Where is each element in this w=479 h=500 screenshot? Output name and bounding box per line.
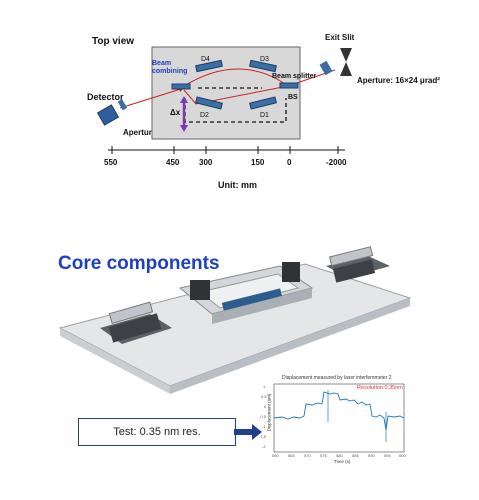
aperture-left-label: Aperture — [123, 128, 157, 137]
plot-x-tick: 590 — [368, 453, 375, 458]
exit-slit-label: Exit Slit — [325, 33, 355, 42]
displacement-plot-panel — [262, 373, 410, 463]
d3-label: D3 — [260, 56, 269, 63]
delta-x-label: Δx — [170, 108, 181, 117]
stage-center — [178, 262, 314, 324]
detector-icon — [96, 104, 120, 126]
mirror-d4 — [195, 59, 223, 73]
axis-ticks — [111, 146, 339, 154]
beam-upper — [183, 68, 289, 87]
plot-resolution-label: Resolution:0.35nm — [357, 385, 403, 391]
d4-label: D4 — [201, 56, 210, 63]
base-plate-edge — [170, 298, 410, 394]
plot-y-tick: 1 — [263, 384, 266, 389]
beam-combining-label: Beam combining — [152, 60, 188, 75]
plot-x-tick: 565 — [288, 453, 295, 458]
plot-x-tick: 575 — [320, 453, 327, 458]
core-components-title: Core components — [58, 253, 220, 274]
plot-x-tick: 585 — [352, 453, 359, 458]
d1-label: D1 — [260, 112, 269, 119]
d2-label: D2 — [200, 112, 209, 119]
plot-x-tick: 600 — [399, 453, 406, 458]
exit-slit-icon-lower — [340, 62, 352, 76]
beam-lower — [183, 85, 289, 105]
axis-tick-label: -2000 — [326, 158, 347, 167]
plot-frame — [273, 383, 405, 453]
plot-signal-line — [273, 391, 405, 431]
axis-tick-label: 450 — [166, 158, 180, 167]
plot-x-tick: 595 — [384, 453, 391, 458]
mirror-d1 — [249, 96, 277, 110]
axis-tick-label: 150 — [251, 158, 265, 167]
exit-slit-aperture — [319, 60, 333, 76]
bs-label: BS — [288, 94, 298, 101]
beam-splitter-label: Beam splitter — [272, 73, 317, 80]
detector-aperture-icon — [117, 99, 128, 111]
plot-y-tick: -1.5 — [259, 434, 266, 439]
beam-splitter — [279, 82, 299, 89]
mirror-d3 — [249, 59, 277, 73]
axis-tick-label: 550 — [104, 158, 118, 167]
plot-x-tick: 580 — [336, 453, 343, 458]
core-components-render — [58, 246, 412, 394]
plot-y-tick: 0 — [264, 404, 267, 409]
delta-x-arrowhead-up-icon — [180, 96, 188, 103]
stage-left — [100, 301, 172, 344]
exit-slit-icon — [340, 48, 352, 62]
dashed-path — [184, 98, 287, 123]
delta-x-arrowhead-down-icon — [180, 125, 188, 132]
displacement-plot — [273, 383, 405, 453]
plot-x-tick: 560 — [272, 453, 279, 458]
test-resolution-box: Test: 0.35 nm res. — [78, 418, 236, 446]
beam-out — [119, 87, 185, 109]
unit-label: Unit: mm — [218, 180, 257, 190]
axis-tick-label: 300 — [199, 158, 213, 167]
plot-y-tick: 0.5 — [261, 394, 267, 399]
vacuum-chamber — [151, 46, 301, 140]
plot-y-tick: -2 — [262, 444, 266, 449]
top-view-title: Top view — [92, 36, 135, 47]
plot-y-tick: -1 — [262, 424, 266, 429]
beam-combiner — [171, 83, 191, 90]
mirror-d2 — [195, 96, 223, 110]
axis-tick-label: 0 — [287, 158, 292, 167]
plot-y-tick: -0.5 — [259, 414, 266, 419]
top-view-diagram — [96, 46, 352, 154]
stage-right — [326, 246, 390, 283]
detector-label: Detector — [87, 92, 124, 102]
test-arrow-icon — [234, 424, 262, 440]
plot-title: Displacement measured by laser interfero… — [282, 375, 392, 381]
base-plate-side — [60, 328, 170, 394]
plot-x-label: Time (s) — [334, 459, 351, 464]
plot-x-tick: 570 — [304, 453, 311, 458]
aperture-right-label: Aperture: 16×24 μrad² — [357, 76, 440, 85]
